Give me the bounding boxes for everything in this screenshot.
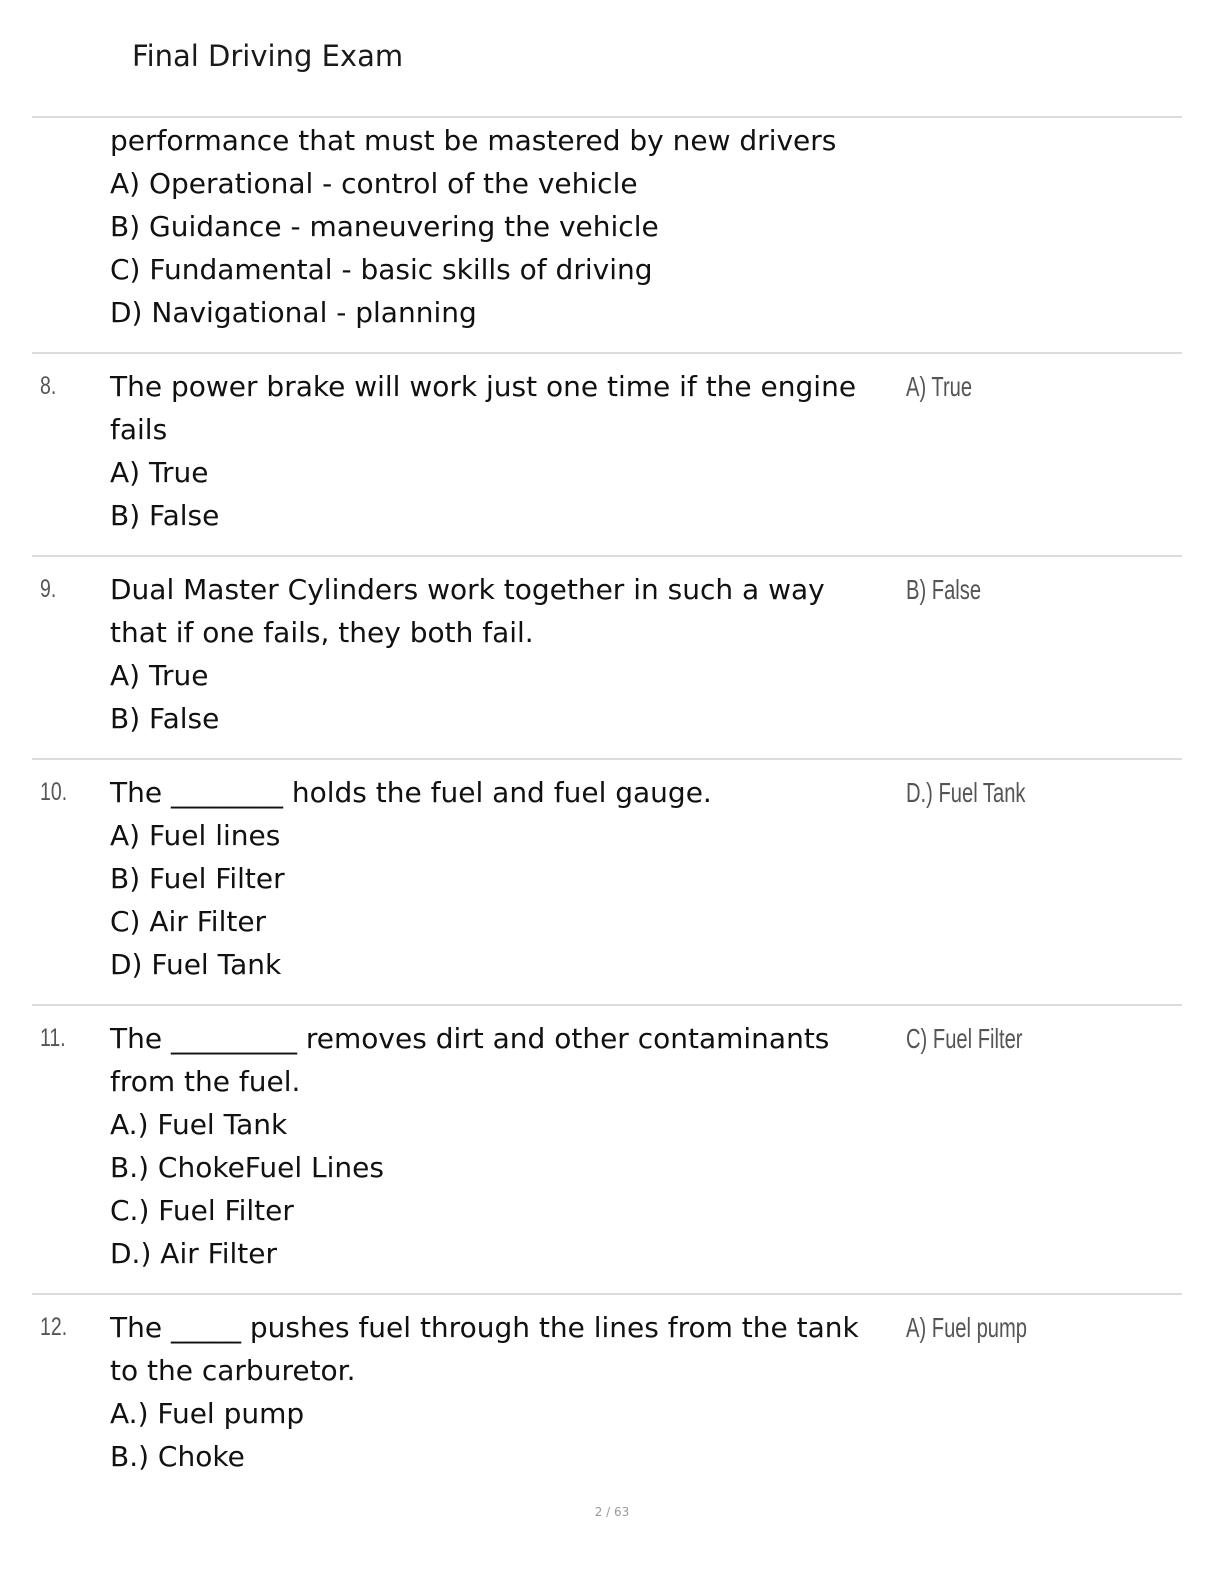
divider (32, 1004, 1182, 1006)
question-line: The _________ removes dirt and other con… (110, 1022, 830, 1055)
question-text: The _________ removes dirt and other con… (110, 1017, 900, 1275)
option-a: A) True (110, 659, 209, 692)
question-line: from the fuel. (110, 1065, 301, 1098)
answer-label: B) False (906, 574, 982, 605)
question-number: 8. (40, 372, 57, 400)
option-d: D) Fuel Tank (110, 948, 282, 981)
question-number: 11. (40, 1024, 66, 1052)
question-text: The ________ holds the fuel and fuel gau… (110, 771, 900, 986)
page-title: Final Driving Exam (132, 39, 404, 73)
question-line: to the carburetor. (110, 1354, 356, 1387)
option-c: C.) Fuel Filter (110, 1194, 294, 1227)
question-number: 12. (40, 1313, 68, 1341)
question-line: The _____ pushes fuel through the lines … (110, 1311, 859, 1344)
option-b: B) Guidance - maneuvering the vehicle (110, 210, 659, 243)
option-a: A) Fuel lines (110, 819, 281, 852)
option-b: B) False (110, 702, 220, 735)
question-text: Dual Master Cylinders work together in s… (110, 568, 900, 740)
answer-label: C) Fuel Filter (906, 1023, 1023, 1054)
question-number: 10. (40, 778, 68, 806)
divider (32, 352, 1182, 354)
question-line: Dual Master Cylinders work together in s… (110, 573, 825, 606)
option-b: B) False (110, 499, 220, 532)
option-a: A) True (110, 456, 209, 489)
option-b: B.) ChokeFuel Lines (110, 1151, 384, 1184)
question-line: fails (110, 413, 168, 446)
divider (32, 758, 1182, 760)
question-line: that if one fails, they both fail. (110, 616, 534, 649)
option-c: C) Air Filter (110, 905, 267, 938)
question-text: The power brake will work just one time … (110, 365, 900, 537)
divider (32, 1293, 1182, 1295)
question-text: performance that must be mastered by new… (110, 119, 900, 334)
option-d: D.) Air Filter (110, 1237, 277, 1270)
answer-label: A) True (906, 371, 973, 402)
divider (32, 116, 1182, 118)
question-number: 9. (40, 575, 57, 603)
divider (32, 555, 1182, 557)
question-line: performance that must be mastered by new… (110, 124, 837, 157)
question-text: The _____ pushes fuel through the lines … (110, 1306, 900, 1478)
option-b: B) Fuel Filter (110, 862, 285, 895)
option-d: D) Navigational - planning (110, 296, 477, 329)
question-line: The ________ holds the fuel and fuel gau… (110, 776, 712, 809)
option-a: A.) Fuel pump (110, 1397, 305, 1430)
question-line: The power brake will work just one time … (110, 370, 857, 403)
option-b: B.) Choke (110, 1440, 245, 1473)
answer-label: A) Fuel pump (906, 1312, 1028, 1343)
option-c: C) Fundamental - basic skills of driving (110, 253, 653, 286)
page-number: 2 / 63 (594, 1505, 630, 1519)
answer-label: D.) Fuel Tank (906, 777, 1026, 808)
option-a: A) Operational - control of the vehicle (110, 167, 638, 200)
option-a: A.) Fuel Tank (110, 1108, 288, 1141)
